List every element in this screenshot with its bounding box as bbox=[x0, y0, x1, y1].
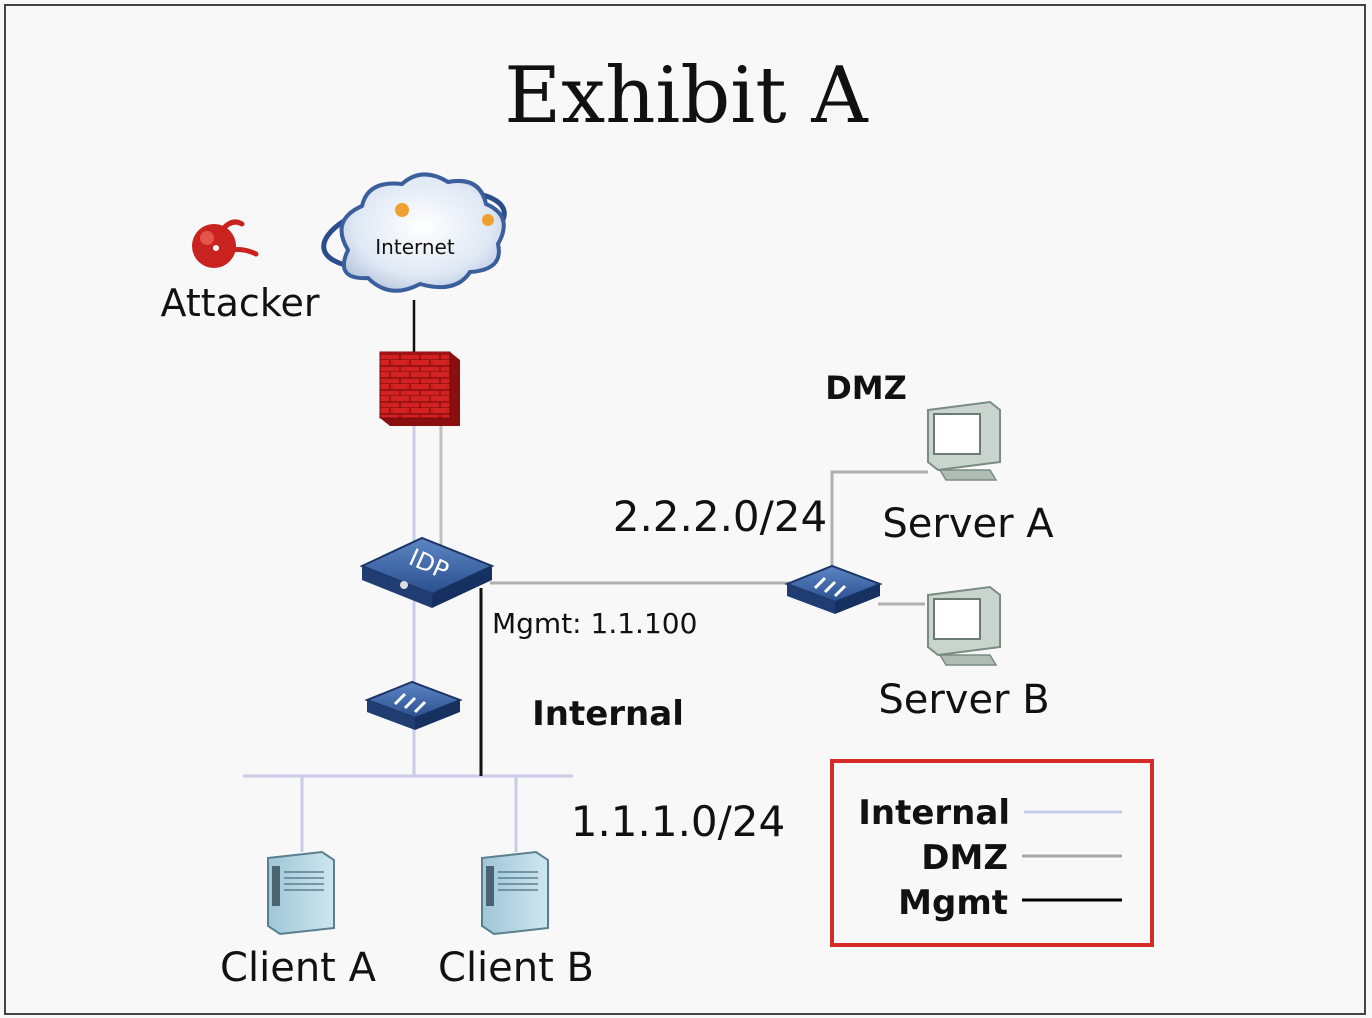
idp-device-icon bbox=[359, 536, 495, 608]
internal-switch-icon bbox=[364, 680, 463, 730]
attacker-icon bbox=[192, 219, 259, 268]
client-b-server-icon bbox=[481, 850, 549, 936]
legend-label-mgmt: Mgmt bbox=[898, 883, 1008, 923]
attacker-label: Attacker bbox=[161, 281, 320, 325]
firewall-icon bbox=[379, 351, 460, 426]
server-a-monitor-icon bbox=[927, 400, 1001, 481]
client-b-label: Client B bbox=[438, 945, 594, 991]
internet-label: Internet bbox=[375, 235, 455, 259]
server-a-label: Server A bbox=[882, 501, 1054, 547]
dmz-zone-label: DMZ bbox=[825, 369, 907, 407]
dmz-subnet-label: 2.2.2.0/24 bbox=[613, 492, 828, 541]
legend-label-dmz: DMZ bbox=[921, 838, 1008, 878]
internal-zone-label: Internal bbox=[532, 694, 684, 734]
legend: Internal DMZ Mgmt bbox=[830, 759, 1154, 947]
legend-box bbox=[830, 759, 1154, 947]
legend-label-internal: Internal bbox=[858, 793, 1010, 833]
diagram-title: Exhibit A bbox=[504, 51, 869, 141]
internet-cloud-icon bbox=[321, 172, 507, 293]
dmz-switch-icon bbox=[784, 564, 883, 614]
client-a-label: Client A bbox=[220, 945, 377, 991]
client-a-server-icon bbox=[267, 850, 335, 936]
link-switch-server-a bbox=[830, 470, 928, 568]
mgmt-address-label: Mgmt: 1.1.100 bbox=[492, 607, 697, 640]
server-b-monitor-icon bbox=[927, 585, 1001, 666]
exhibit-frame bbox=[4, 4, 1366, 1015]
internal-subnet-label: 1.1.1.0/24 bbox=[571, 797, 786, 846]
server-b-label: Server B bbox=[878, 677, 1049, 723]
